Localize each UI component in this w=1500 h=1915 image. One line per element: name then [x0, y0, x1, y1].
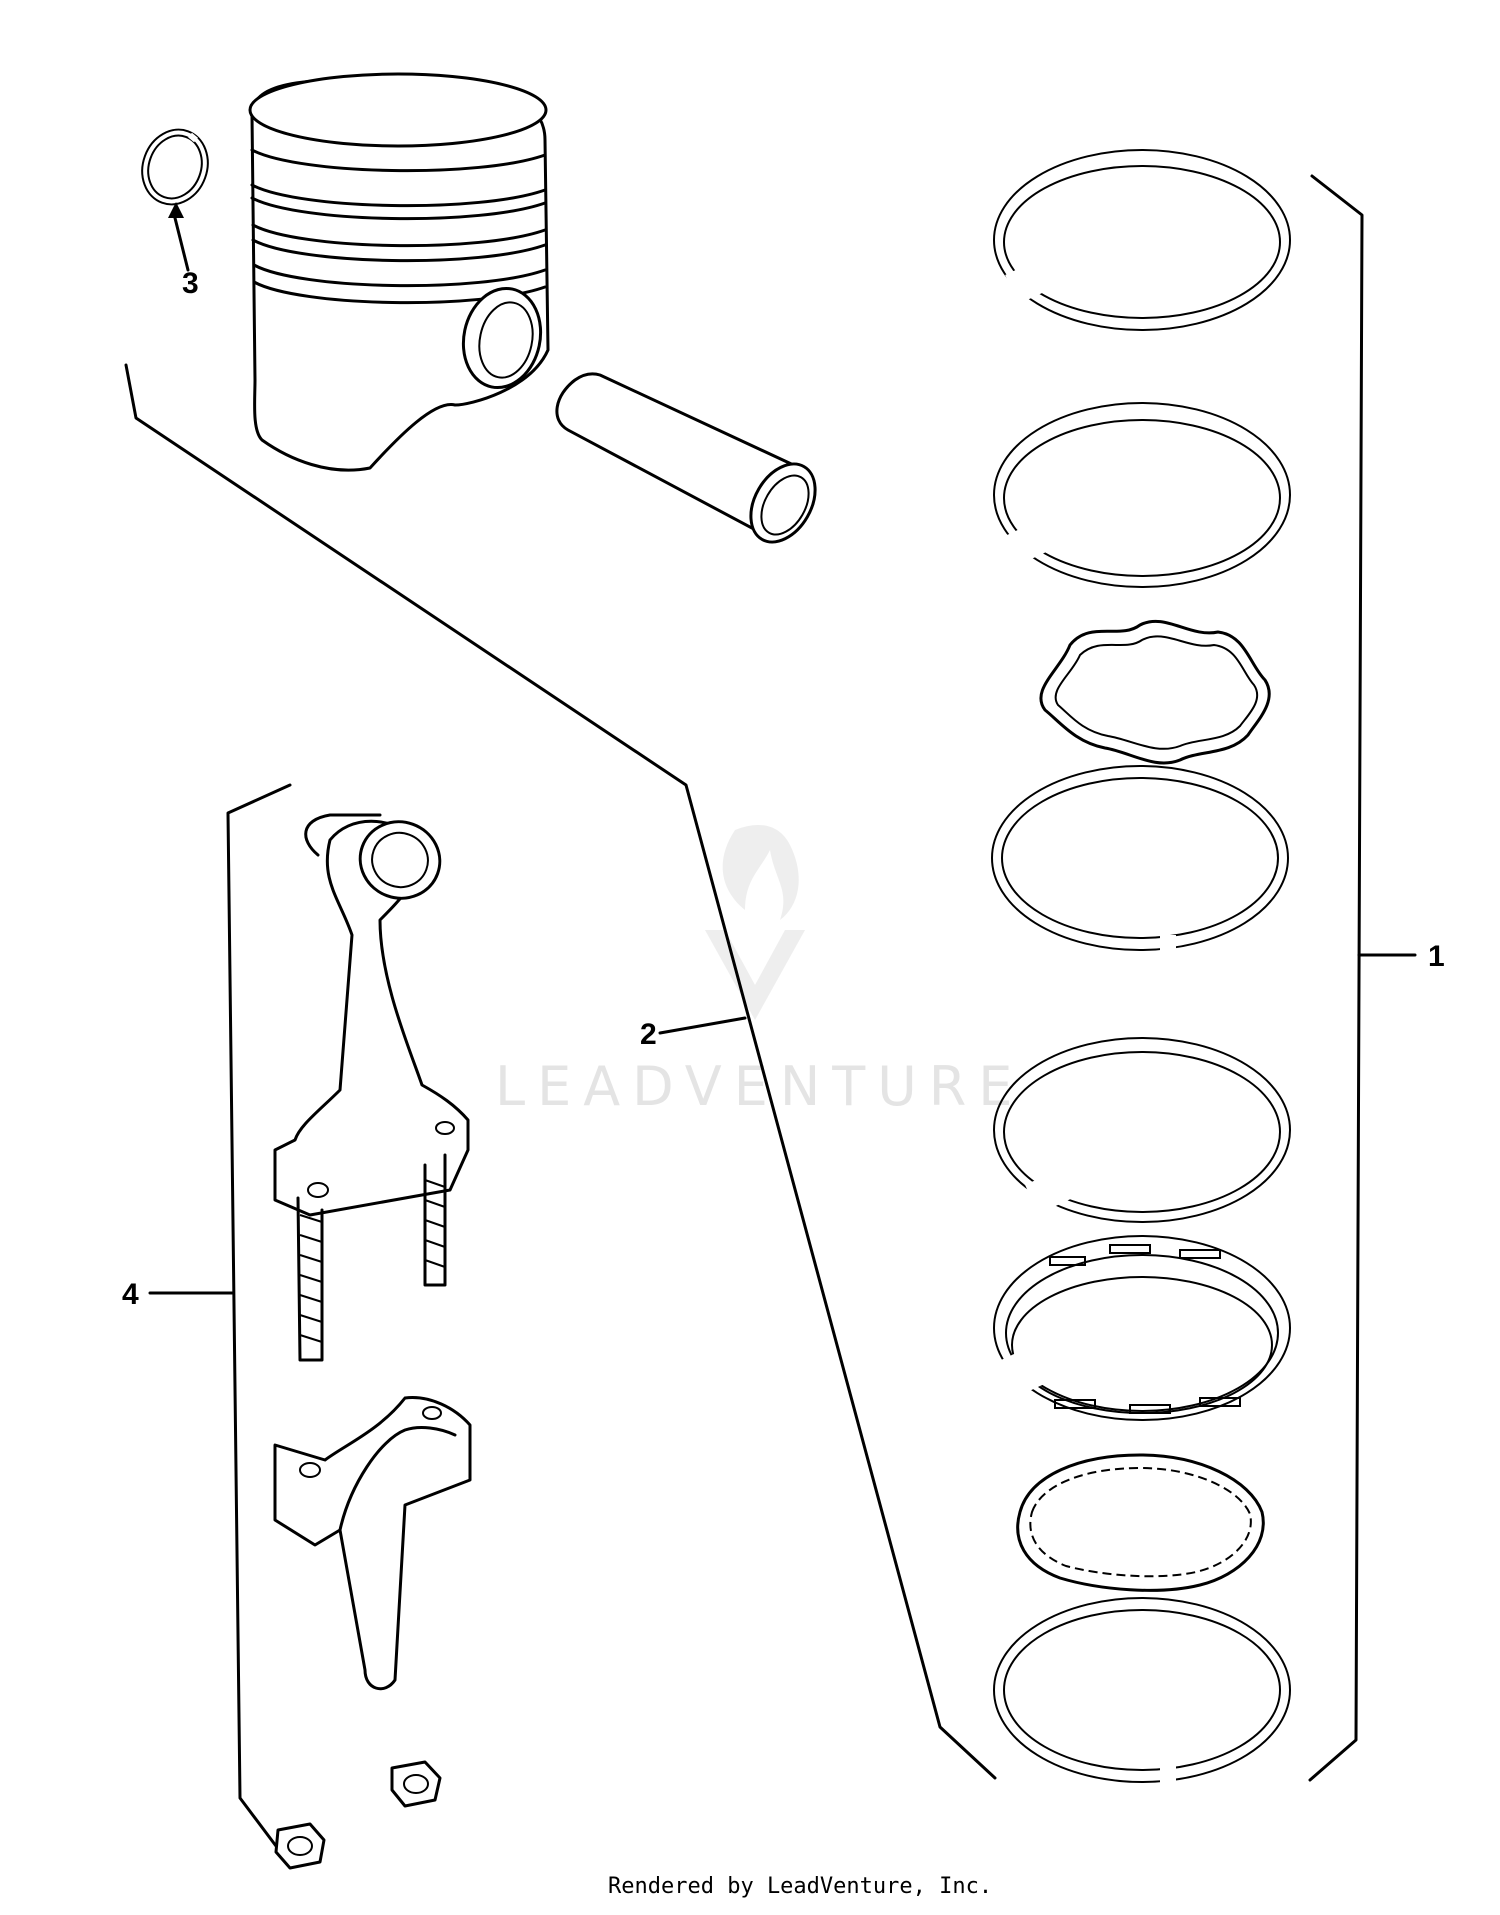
flame-logo-icon	[705, 825, 805, 1020]
compression-ring-1	[993, 149, 1291, 331]
rod-nut-2	[274, 1822, 326, 1870]
plain-ring-1	[991, 765, 1289, 955]
callout-2: 2	[640, 1018, 657, 1051]
rod-cap-part	[273, 1396, 472, 1691]
compression-ring-3	[993, 1037, 1291, 1223]
piston-part	[248, 72, 550, 472]
circlip-part	[141, 128, 209, 206]
plain-ring-2	[993, 1597, 1291, 1787]
leadventure-watermark: LEADVENTURE	[495, 825, 1024, 1118]
rod-nut-1	[390, 1760, 442, 1808]
compression-ring-2	[993, 402, 1291, 588]
watermark-text: LEADVENTURE	[495, 1055, 1024, 1118]
connecting-rod-part	[273, 813, 470, 1362]
expander-ring-1	[1039, 619, 1271, 765]
oil-ring-slotted	[993, 1235, 1291, 1421]
callout-1: 1	[1428, 940, 1445, 973]
callout-4: 4	[122, 1278, 139, 1311]
expander-ring-2	[1016, 1453, 1265, 1592]
callout-3: 3	[182, 267, 199, 300]
rendered-by-footer: Rendered by LeadVenture, Inc.	[608, 1874, 992, 1899]
callout-lines	[124, 174, 1417, 1860]
piston-pin-part	[555, 372, 817, 544]
